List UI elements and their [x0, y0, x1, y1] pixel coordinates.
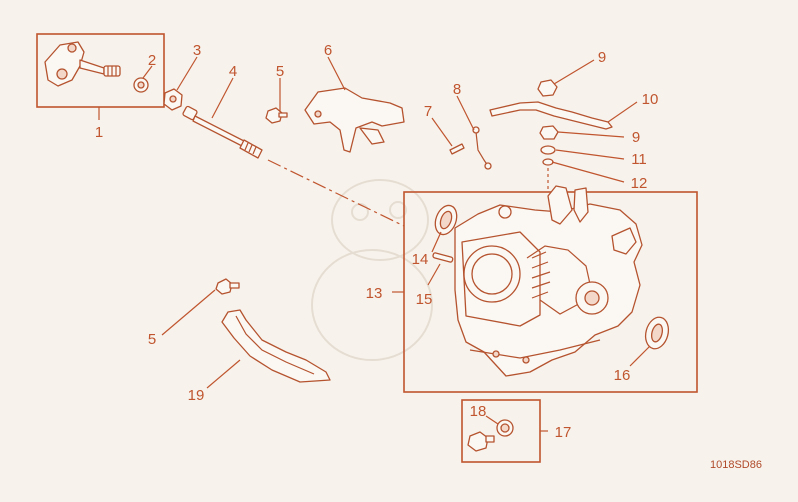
callout-4: 4 — [229, 63, 237, 80]
callout-8: 8 — [453, 81, 461, 98]
part-oil-seal-14 — [434, 204, 458, 236]
callout-9-lower: 9 — [632, 129, 640, 146]
part-nut-9b — [539, 125, 559, 140]
drawing-code: 1018SD86 — [710, 459, 762, 471]
part-nut-3 — [163, 88, 183, 111]
callout-1: 1 — [95, 124, 103, 141]
callout-12: 12 — [631, 175, 648, 192]
part-bolt-5b — [215, 278, 240, 295]
callout-5-upper: 5 — [276, 63, 284, 80]
part-lever-10 — [489, 101, 613, 130]
callout-18: 18 — [470, 403, 487, 420]
callout-15: 15 — [416, 291, 433, 308]
part-nut-9a — [537, 79, 558, 97]
callout-11: 11 — [631, 151, 647, 168]
part-dowel-15 — [432, 252, 454, 263]
callout-17: 17 — [555, 424, 572, 441]
part-control-lever — [44, 41, 121, 87]
part-oil-seal-16 — [644, 316, 670, 350]
callout-6: 6 — [324, 42, 332, 59]
group-box-1 — [36, 33, 165, 108]
part-drain-plug-17 — [467, 431, 495, 452]
part-clip-12 — [542, 158, 554, 166]
callout-9-upper: 9 — [598, 49, 606, 66]
part-crankcase-13 — [454, 185, 643, 377]
part-bolt-5a — [265, 107, 288, 124]
callout-19: 19 — [188, 387, 205, 404]
callout-labels: 1 2 3 4 5 6 7 8 9 10 9 11 12 13 14 15 16… — [95, 42, 659, 441]
part-link-8 — [472, 126, 492, 170]
part-washer-11 — [540, 145, 556, 155]
part-pin-7 — [449, 143, 465, 155]
callout-16: 16 — [614, 367, 631, 384]
callout-10: 10 — [642, 91, 659, 108]
callout-13: 13 — [366, 285, 383, 302]
watermark — [311, 179, 433, 361]
callout-2: 2 — [148, 52, 156, 69]
part-bracket-6 — [304, 87, 405, 153]
part-shaft-4 — [182, 105, 263, 159]
part-washer-2 — [133, 77, 149, 93]
callout-5-lower: 5 — [148, 331, 156, 348]
callout-3: 3 — [193, 42, 201, 59]
leader-lines — [98, 56, 651, 432]
callout-7: 7 — [424, 103, 432, 120]
callout-14: 14 — [412, 251, 429, 268]
part-washer-18 — [496, 419, 514, 437]
part-skid-plate-19 — [221, 309, 331, 383]
